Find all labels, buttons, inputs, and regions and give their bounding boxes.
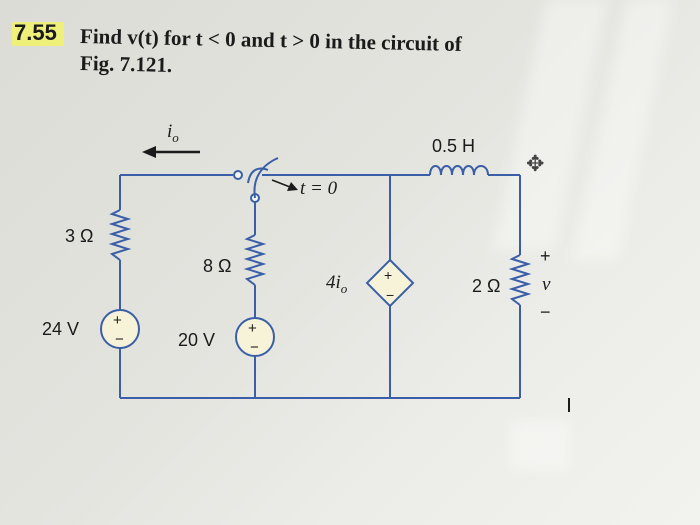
resistor-2ohm xyxy=(508,254,532,306)
output-plus: + xyxy=(540,246,551,266)
problem-number: 7.55 xyxy=(14,20,57,45)
svg-text:−: − xyxy=(250,339,259,356)
voltage-source-20v-label: 20 V xyxy=(178,330,215,350)
resistor-8ohm xyxy=(243,234,267,286)
circuit-wires xyxy=(119,174,521,399)
svg-text:+: + xyxy=(248,320,257,337)
dependent-voltage-source: + − xyxy=(365,258,415,308)
problem-number-highlight xyxy=(12,22,64,46)
switch-time-label: t = 0 xyxy=(300,178,338,199)
svg-text:+: + xyxy=(113,312,122,329)
resistor-2ohm-label: 2 Ω xyxy=(472,276,500,296)
current-arrow-io xyxy=(142,146,200,158)
switch-arrow xyxy=(271,179,298,191)
current-label: io xyxy=(167,121,179,145)
voltage-source-20v: + − xyxy=(235,317,275,357)
inductor xyxy=(429,165,489,176)
dependent-source-label: 4io xyxy=(326,272,348,296)
switch xyxy=(233,157,279,203)
output-label: v xyxy=(542,274,551,295)
voltage-source-24v-label: 24 V xyxy=(42,319,79,339)
resistor-8ohm-label: 8 Ω xyxy=(203,256,231,276)
move-cursor-icon: ✥ xyxy=(526,152,545,177)
svg-text:−: − xyxy=(386,287,394,303)
inductor-label: 0.5 H xyxy=(432,136,475,156)
voltage-source-24v: + − xyxy=(100,309,140,349)
output-minus: − xyxy=(540,302,551,322)
svg-text:−: − xyxy=(115,331,124,348)
svg-text:+: + xyxy=(384,267,392,283)
resistor-3ohm-label: 3 Ω xyxy=(65,226,93,246)
resistor-3ohm xyxy=(108,209,132,261)
